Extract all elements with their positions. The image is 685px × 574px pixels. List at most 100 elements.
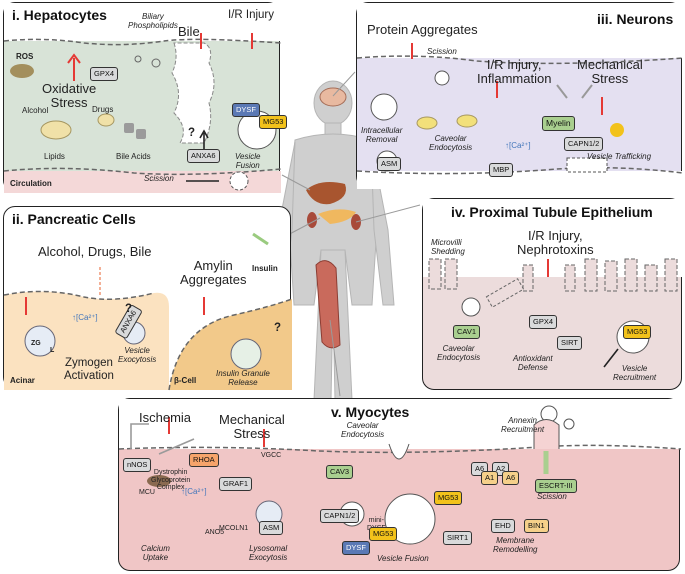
calcium-uptake-label: Calcium Uptake	[141, 544, 170, 562]
ano5-label: ANO5	[205, 529, 225, 536]
drugs-label: Drugs	[92, 105, 114, 114]
vesicle-fusion-label: Vesicle Fusion	[235, 152, 261, 170]
ir-injury-label: I/R Injury	[228, 9, 275, 21]
ischemia-label: Ischemia	[139, 410, 192, 425]
capn-tag: CAPN1/2	[320, 509, 360, 523]
mechanical-stress-label: Mechanical Stress	[577, 57, 643, 87]
myocyte-scene	[118, 399, 682, 545]
scission-label: Scission	[537, 492, 567, 501]
vesicle-recruitment-label: Vesicle Recruitment	[613, 364, 657, 382]
insulin-label: Insulin	[252, 264, 278, 273]
membrane-remodelling-label: Membrane Remodelling	[493, 536, 538, 554]
mechanical-stress-label: Mechanical Stress	[219, 412, 285, 442]
graf1-tag: GRAF1	[219, 477, 253, 491]
alcohol-label: Alcohol	[22, 106, 49, 115]
caveolar-endocytosis-label: Caveolar Endocytosis	[429, 134, 473, 152]
ehd-tag: EHD	[491, 519, 515, 533]
panel-myocytes: v. Myocytes Ischemia Mechanical Stress V…	[118, 398, 682, 571]
caveolar-endocytosis-label: Caveolar Endocytosis	[341, 421, 385, 439]
ir-injury-nephrotoxins-label: I/R Injury, Nephrotoxins	[517, 228, 594, 258]
pancreas-icon	[318, 209, 356, 224]
scission-label: Scission	[144, 174, 174, 183]
l-label: L	[50, 347, 55, 354]
mbp-tag: MBP	[489, 163, 514, 177]
dysf-tag: DYSF	[232, 103, 261, 117]
mcu-label: MCU	[139, 489, 155, 496]
dysf-tag: DYSF	[342, 541, 371, 555]
rhoa-tag: RHOA	[189, 453, 219, 467]
antioxidant-defense-label: Antioxidant Defense	[513, 354, 553, 372]
annexin-a6-tag-2: A6	[502, 471, 520, 485]
vesicle-fusion-label: Vesicle Fusion	[377, 554, 429, 563]
calcium-label: ↑[Ca²⁺]	[505, 141, 531, 150]
mg53-tag-1: MG53	[369, 527, 398, 541]
oxidative-stress-label: Oxidative Stress	[42, 81, 97, 111]
vesicle-trafficking-label: Vesicle Trafficking	[587, 152, 652, 161]
calcium-label: ↑[Ca²⁺]	[181, 487, 207, 496]
sirt1-tag: SIRT1	[443, 531, 473, 545]
cav1-tag: CAV1	[453, 325, 481, 339]
annexin-a1-tag: A1	[481, 471, 499, 485]
gpx4-tag: GPX4	[529, 315, 558, 329]
microvilli-shedding-label: Microvilli Shedding	[431, 238, 465, 256]
zymogen-activation-label: Zymogen Activation	[64, 357, 114, 382]
beta-cell-label: β-Cell	[174, 376, 197, 385]
panel-title: iv. Proximal Tubule Epithelium	[451, 204, 653, 220]
calcium-label: ↑[Ca²⁺]	[72, 313, 98, 322]
bile-label: Bile	[178, 24, 200, 39]
brain-icon	[319, 87, 347, 107]
vesicle-exocytosis-label: Vesicle Exocytosis	[118, 346, 157, 364]
panel-title: iii. Neurons	[597, 11, 674, 27]
biliary-phospholipids-label: Biliary Phospholipids	[128, 12, 178, 30]
hepatocyte-scene	[3, 3, 282, 193]
thigh-muscle-icon	[315, 260, 341, 349]
scission-label: Scission	[427, 47, 457, 56]
escrt-tag: ESCRT-III	[535, 479, 577, 493]
panel-hepatocytes: i. Hepatocytes Biliary Phospholipids Bil…	[3, 2, 288, 193]
tubule-scene	[423, 199, 683, 368]
panel-title: v. Myocytes	[331, 404, 410, 420]
protein-aggregates-label: Protein Aggregates	[367, 22, 478, 37]
panel-title: ii. Pancreatic Cells	[12, 211, 136, 227]
amylin-aggregates-label: Amylin Aggregates	[180, 258, 247, 288]
ir-injury-inflammation-label: I/R Injury, Inflammation	[477, 57, 552, 87]
myelin-tag: Myelin	[542, 116, 575, 131]
intracellular-removal-label: Intracellular Removal	[361, 126, 403, 144]
dystrophin-label: Dystrophin Glycoprotein Complex	[151, 469, 191, 492]
mcoln1-label: MCOLN1	[219, 525, 249, 532]
anxa6-tag: ANXA6	[187, 149, 220, 163]
bin1-tag: BIN1	[524, 519, 549, 533]
panel-title: i. Hepatocytes	[12, 7, 107, 23]
acinar-label: Acinar	[10, 376, 35, 385]
triggers-label: Alcohol, Drugs, Bile	[38, 244, 152, 259]
liver-icon	[306, 182, 346, 205]
asm-tag: ASM	[259, 521, 284, 535]
caveolar-endocytosis-label: Caveolar Endocytosis	[437, 344, 481, 362]
lipids-label: Lipids	[44, 152, 65, 161]
insulin-release-label: Insulin Granule Release	[216, 369, 270, 387]
ros-label: ROS	[16, 52, 34, 61]
question-mark-1: ?	[125, 303, 133, 315]
mg53-tag: MG53	[623, 325, 652, 339]
sirt-tag: SIRT	[557, 336, 582, 350]
capn-tag: CAPN1/2	[564, 137, 604, 151]
mg53-tag: MG53	[259, 115, 288, 129]
asm-tag: ASM	[377, 157, 402, 171]
ros-icon	[10, 64, 34, 78]
annexin-recruitment-label: Annexin Recruitment	[501, 416, 545, 434]
mg53-tag-2: MG53	[434, 491, 463, 505]
cav3-tag: CAV3	[326, 465, 354, 479]
gpx4-tag: GPX4	[90, 67, 119, 81]
bile-acids-label: Bile Acids	[116, 152, 151, 161]
panel-proximal-tubule: iv. Proximal Tubule Epithelium Microvill…	[422, 198, 683, 390]
circulation-label: Circulation	[10, 179, 52, 188]
panel-neurons: iii. Neurons Protein Aggregates Scission…	[356, 2, 684, 189]
question-mark: ?	[188, 127, 196, 139]
vgcc-label: VGCC	[261, 452, 282, 459]
lysosomal-exocytosis-label: Lysosomal Exocytosis	[249, 544, 288, 562]
nnos-tag: nNOS	[123, 458, 152, 472]
question-mark-2: ?	[274, 322, 282, 334]
neuron-scene	[356, 3, 684, 189]
panel-pancreatic-cells: ii. Pancreatic Cells Alcohol, Drugs, Bil…	[3, 206, 293, 391]
zg-label: ZG	[31, 340, 41, 347]
